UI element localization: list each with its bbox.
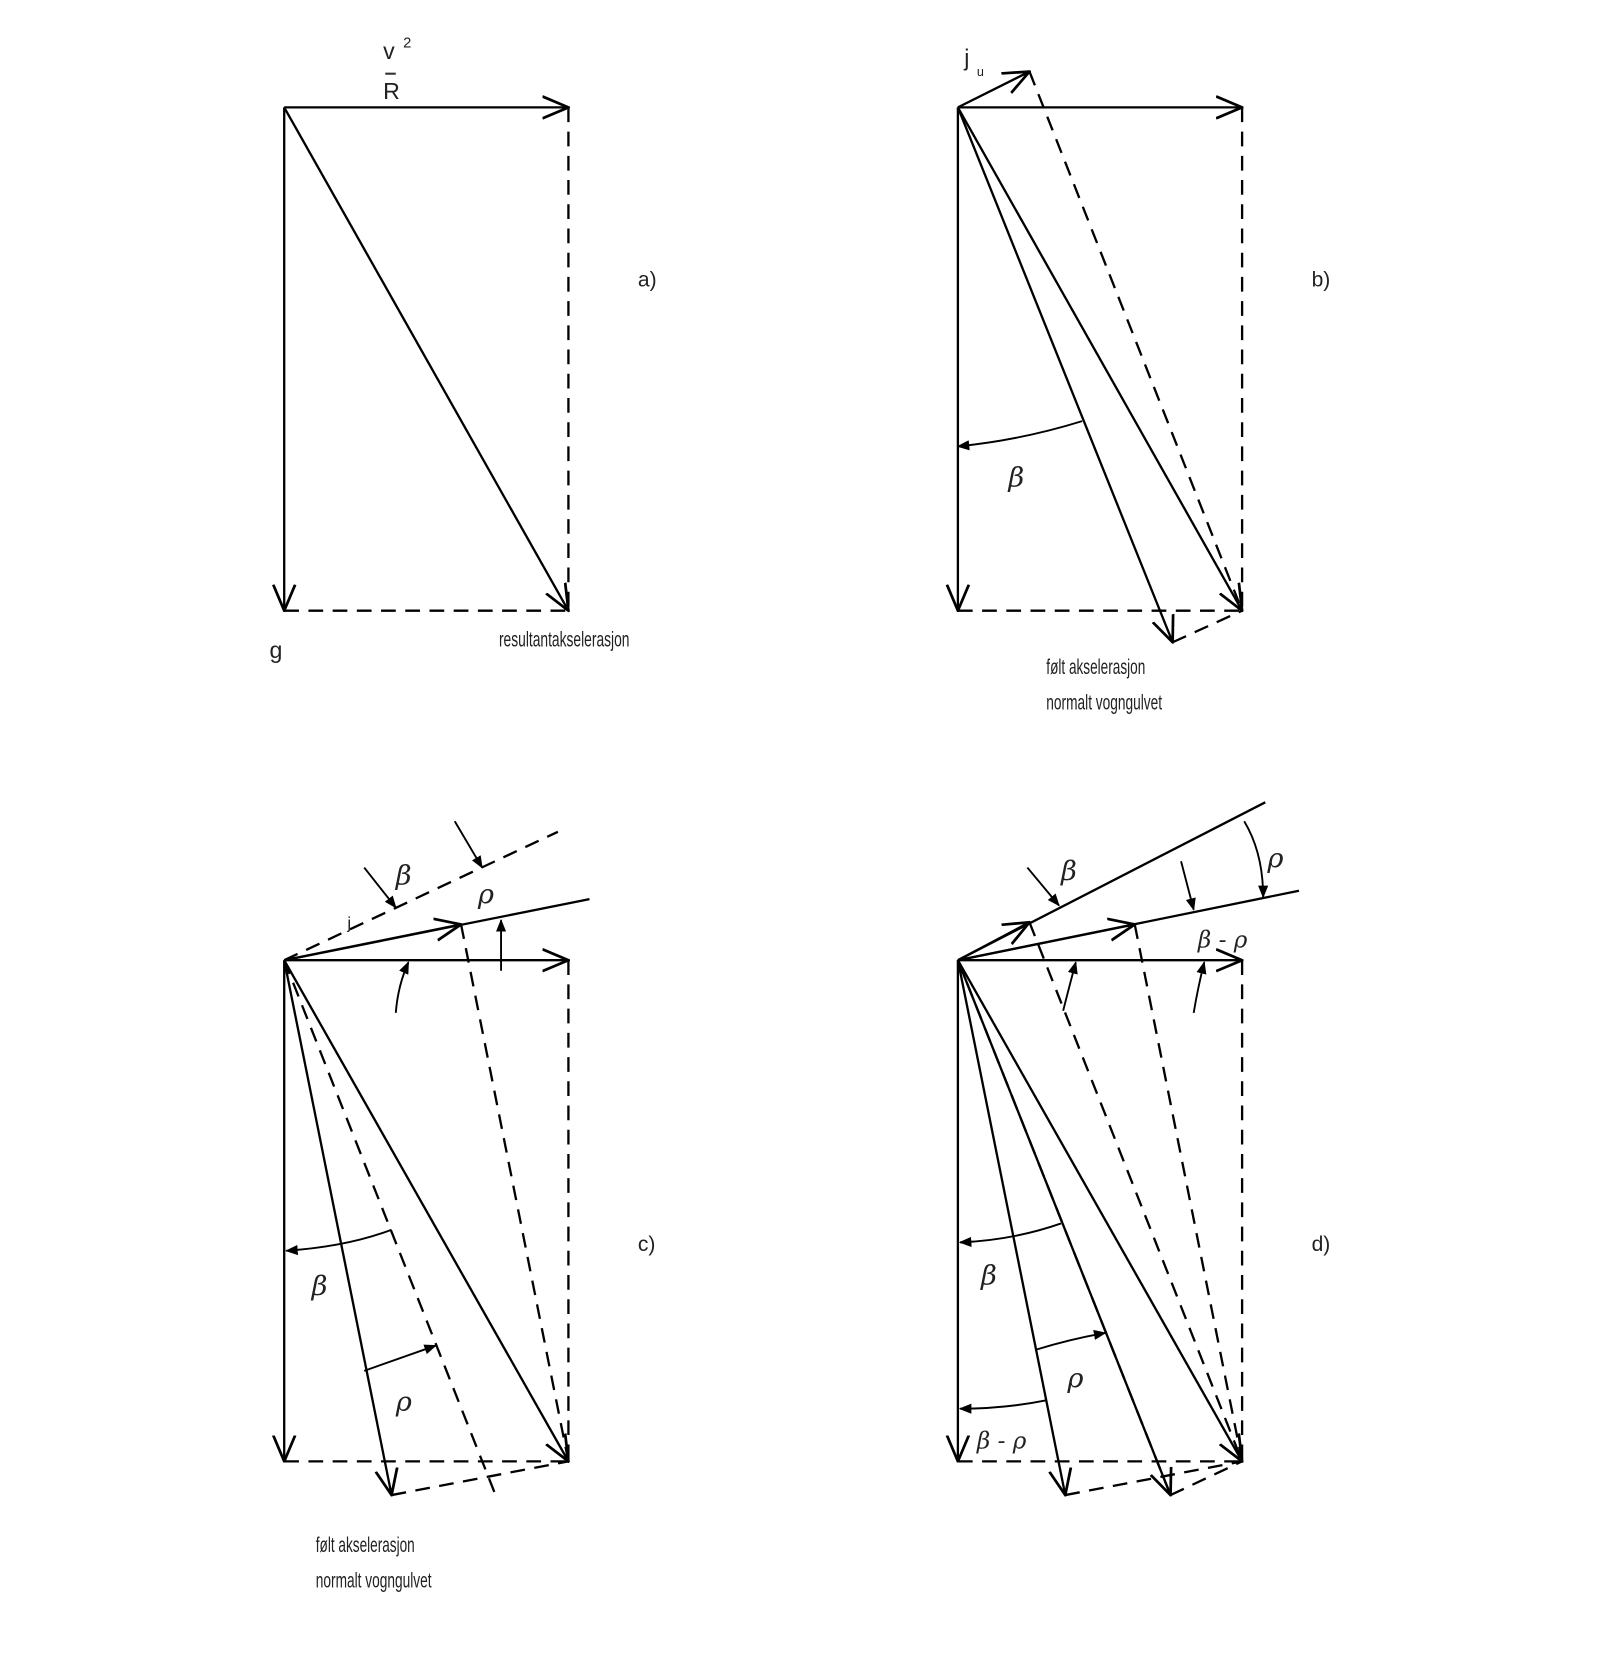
felt-acceleration-label-line1: følt akselerasjon	[1046, 656, 1145, 679]
pointer-rho	[453, 820, 483, 869]
angle-arc-rho-outer	[1243, 820, 1269, 899]
angle-beta-top-label: β	[1060, 856, 1077, 887]
panel-label-d: d)	[1312, 1233, 1331, 1256]
felt-acceleration-vector	[283, 959, 391, 1495]
angle-arc-rho	[1035, 1329, 1107, 1351]
panel-a: v 2 R g resultantakselerasjon a)	[269, 35, 656, 663]
angle-rho-label: ρ	[395, 1387, 412, 1418]
angle-rho-top-label: ρ	[1266, 844, 1283, 875]
angle-rho-label: ρ	[1066, 1364, 1083, 1395]
dashed-projection-2	[1133, 924, 1244, 1462]
angle-beta-top-label: β	[395, 860, 412, 891]
gravity-label: g	[269, 637, 282, 663]
angle-arc-top-right	[1192, 961, 1207, 1014]
panel-b: j u β følt akselerasjon normalt vogngulv…	[956, 44, 1331, 715]
dashed-tilt-line	[283, 830, 559, 962]
resultant-vector	[956, 106, 1242, 610]
centripetal-label-r: R	[383, 78, 400, 104]
centripetal-label-v: v	[383, 38, 395, 64]
unbalanced-label: j	[346, 914, 351, 933]
resultant-vector	[283, 106, 568, 610]
pointer-beta	[1026, 866, 1060, 907]
panel-label-a: a)	[638, 268, 657, 291]
unbalanced-vector-2	[957, 924, 1135, 962]
angle-arc-beta-minus-rho	[958, 1399, 1047, 1414]
felt-acceleration-label-line2: normalt vogngulvet	[316, 1570, 432, 1593]
dashed-projection-bottom-2	[1170, 1460, 1243, 1497]
angle-arc-beta	[285, 1228, 392, 1256]
dashed-projection-bottom-1	[1065, 1460, 1243, 1497]
panel-c: β ρ j β ρ følt akselerasjon normalt vogn…	[283, 820, 656, 1593]
dashed-projection-bottom	[1172, 609, 1243, 644]
panel-label-b: b)	[1312, 268, 1331, 291]
angle-arc-top	[1062, 961, 1078, 1011]
angle-arc-rho	[363, 1344, 437, 1372]
dashed-projection	[459, 924, 570, 1462]
unbalanced-vector-1	[957, 922, 1030, 962]
panel-label-c: c)	[638, 1233, 656, 1256]
felt-acceleration-vector	[956, 106, 1173, 642]
angle-arc-top	[394, 961, 410, 1013]
felt-acceleration-vector-1	[956, 959, 1065, 1495]
angle-rho-top-label: ρ	[477, 879, 494, 910]
dashed-projection-1	[1028, 921, 1244, 1462]
angle-arc-beta	[958, 1222, 1062, 1247]
felt-acceleration-label-line1: følt akselerasjon	[316, 1534, 415, 1557]
angle-arc-beta	[956, 420, 1083, 451]
resultant-vector	[283, 959, 568, 1461]
centripetal-label-exp: 2	[403, 35, 411, 51]
unbalanced-vector	[957, 72, 1030, 109]
pointer-rho-inner	[1180, 861, 1196, 911]
resultant-label: resultantakselerasjon	[499, 628, 630, 651]
dashed-projection-bottom	[391, 1460, 569, 1497]
panel-d: β ρ β - ρ β ρ β - ρ d)	[956, 801, 1331, 1497]
pointer-beta	[363, 866, 397, 909]
felt-acceleration-label-line2: normalt vogngulvet	[1046, 692, 1162, 715]
angle-beta-minus-rho-top-label: β - ρ	[1197, 928, 1248, 954]
unbalanced-vector	[283, 924, 461, 962]
unbalanced-label: j	[963, 44, 969, 70]
angle-beta-label: β	[311, 1271, 328, 1302]
angle-beta-minus-rho-label: β - ρ	[976, 1429, 1027, 1455]
unbalanced-subscript: u	[977, 65, 984, 79]
angle-beta-label: β	[1007, 462, 1024, 493]
felt-acceleration-vector-2	[956, 959, 1171, 1495]
dashed-intermediate	[283, 959, 496, 1494]
resultant-vector	[956, 959, 1242, 1461]
angle-beta-label: β	[980, 1260, 997, 1291]
dashed-projection	[1028, 71, 1244, 612]
